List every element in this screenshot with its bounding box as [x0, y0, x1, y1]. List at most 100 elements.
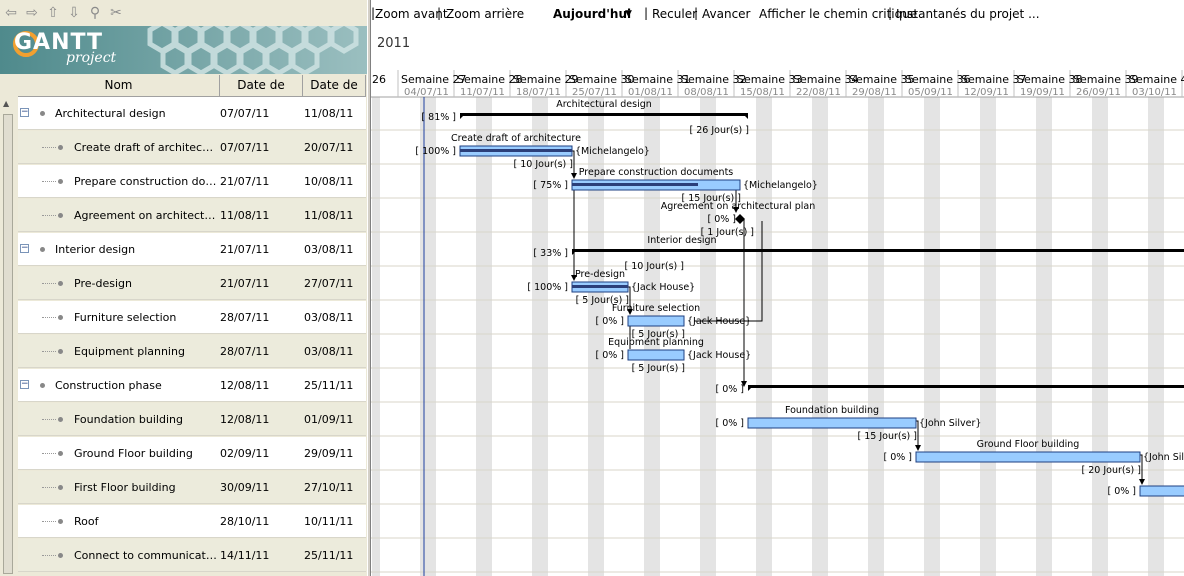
down-arrow-icon[interactable]: ⇩ — [68, 5, 80, 21]
task-start-date[interactable]: 07/07/11 — [220, 141, 270, 154]
task-name[interactable]: Equipment planning — [74, 345, 185, 358]
task-start-date[interactable]: 12/08/11 — [220, 379, 270, 392]
task-start-date[interactable]: 28/07/11 — [220, 345, 270, 358]
weekend-stripe — [428, 97, 436, 576]
task-end-date[interactable]: 10/08/11 — [304, 175, 354, 188]
weekend-stripe — [1036, 97, 1044, 576]
task-row[interactable]: Ground Floor building 02/09/11 29/09/11 — [18, 437, 366, 470]
task-row[interactable]: − Interior design 21/07/11 03/08/11 — [18, 233, 366, 266]
collapse-icon[interactable]: − — [20, 243, 29, 253]
forward-arrow-icon[interactable]: ⇨ — [26, 5, 38, 21]
bar-duration: [ 5 Jour(s) ] — [576, 295, 629, 306]
task-end-date[interactable]: 29/09/11 — [304, 447, 354, 460]
task-start-date[interactable]: 21/07/11 — [220, 277, 270, 290]
task-start-date[interactable]: 30/09/11 — [220, 481, 270, 494]
task-name[interactable]: Prepare construction docu... — [74, 175, 217, 188]
week-date: 29/08/11 — [852, 87, 897, 98]
forward-button[interactable]: Avancer — [702, 7, 751, 21]
task-row[interactable]: Pre-design 21/07/11 27/07/11 — [18, 267, 366, 300]
task-name[interactable]: Foundation building — [74, 413, 183, 426]
task-name[interactable]: First Floor building — [74, 481, 176, 494]
task-end-date[interactable]: 11/08/11 — [304, 209, 354, 222]
task-end-date[interactable]: 25/11/11 — [304, 379, 354, 392]
back-arrow-icon[interactable]: ⇦ — [5, 5, 17, 21]
task-row[interactable]: Equipment planning 28/07/11 03/08/11 — [18, 335, 366, 368]
task-row[interactable]: − Architectural design 07/07/11 11/08/11 — [18, 97, 366, 130]
task-row[interactable]: Agreement on architectural...11/08/1111/… — [18, 199, 366, 232]
task-start-date[interactable]: 21/07/11 — [220, 175, 270, 188]
task-name[interactable]: Furniture selection — [74, 311, 177, 324]
task-start-date[interactable]: 12/08/11 — [220, 413, 270, 426]
task-start-date[interactable]: 02/09/11 — [220, 447, 270, 460]
column-header-start[interactable]: Date de début — [220, 75, 303, 113]
task-start-date[interactable]: 28/07/11 — [220, 311, 270, 324]
column-header-end[interactable]: Date de fin — [303, 75, 366, 113]
task-start-date[interactable]: 28/10/11 — [220, 515, 270, 528]
task-bullet-icon — [58, 213, 63, 218]
zoom-in-button[interactable]: Zoom avant — [375, 7, 448, 21]
task-end-date[interactable]: 25/11/11 — [304, 549, 354, 562]
task-row[interactable]: Roof 28/10/11 10/11/11 — [18, 505, 366, 538]
task-name[interactable]: Agreement on architectural... — [74, 209, 217, 222]
summary-bar-end — [745, 113, 748, 119]
task-end-date[interactable]: 20/07/11 — [304, 141, 354, 154]
weekend-stripe — [1092, 97, 1100, 576]
weekend-stripe — [812, 97, 820, 576]
task-start-date[interactable]: 14/11/11 — [220, 549, 270, 562]
weekend-stripe — [988, 97, 996, 576]
column-header-name[interactable]: Nom — [18, 75, 220, 96]
week-date: 11/07/11 — [460, 87, 505, 98]
bar-percent: [ 0% ] — [1107, 486, 1136, 497]
link-icon[interactable]: ⚲ — [89, 5, 101, 21]
snapshots-button[interactable]: Instantanés du projet ... — [896, 7, 1040, 21]
back-button[interactable]: Reculer — [652, 7, 698, 21]
task-row[interactable]: Furniture selection 28/07/11 03/08/11 — [18, 301, 366, 334]
tree-connector — [42, 215, 56, 216]
task-end-date[interactable]: 03/08/11 — [304, 311, 354, 324]
task-start-date[interactable]: 21/07/11 — [220, 243, 270, 256]
up-arrow-icon[interactable]: ⇧ — [47, 5, 59, 21]
collapse-icon[interactable]: − — [20, 379, 29, 389]
task-end-date[interactable]: 27/07/11 — [304, 277, 354, 290]
chevron-down-icon[interactable]: ▼ — [625, 9, 632, 19]
task-bullet-icon — [58, 417, 63, 422]
zoom-out-button[interactable]: Zoom arrière — [446, 7, 525, 21]
task-end-date[interactable]: 03/08/11 — [304, 243, 354, 256]
task-name[interactable]: Ground Floor building — [74, 447, 193, 460]
task-end-date[interactable]: 10/11/11 — [304, 515, 354, 528]
task-name[interactable]: Interior design — [55, 243, 136, 256]
panel-splitter[interactable] — [367, 0, 371, 576]
task-end-date[interactable]: 01/09/11 — [304, 413, 354, 426]
summary-bar-start — [572, 249, 575, 255]
task-end-date[interactable]: 03/08/11 — [304, 345, 354, 358]
task-start-date[interactable]: 07/07/11 — [220, 107, 270, 120]
task-row[interactable]: First Floor building 30/09/11 27/10/11 — [18, 471, 366, 504]
task-start-date[interactable]: 11/08/11 — [220, 209, 270, 222]
week-label: Semaine 39 — [1073, 73, 1139, 86]
task-row[interactable]: Foundation building 12/08/11 01/09/11 — [18, 403, 366, 436]
task-name[interactable]: Roof — [74, 515, 99, 528]
task-table-scrollbar[interactable]: ▲ — [0, 96, 16, 576]
critical-path-button[interactable]: Afficher le chemin critique — [759, 7, 918, 21]
task-name[interactable]: Pre-design — [74, 277, 132, 290]
collapse-icon[interactable]: − — [20, 107, 29, 117]
unlink-icon[interactable]: ✂ — [110, 5, 122, 21]
task-name[interactable]: Construction phase — [55, 379, 162, 392]
tree-connector — [42, 419, 56, 420]
scrollbar-thumb[interactable] — [3, 114, 13, 574]
task-name[interactable]: Create draft of architecture — [74, 141, 217, 154]
today-button[interactable]: Aujourd'hui — [553, 7, 632, 21]
task-row[interactable]: − Construction phase 12/08/11 25/11/11 — [18, 369, 366, 402]
task-name[interactable]: Architectural design — [55, 107, 166, 120]
task-row[interactable]: Prepare construction docu...21/07/11 10/0… — [18, 165, 366, 198]
task-bar — [627, 315, 685, 327]
task-end-date[interactable]: 11/08/11 — [304, 107, 354, 120]
weekend-stripe — [980, 97, 988, 576]
timeline-header-bg — [371, 70, 1184, 97]
task-name[interactable]: Connect to communications — [74, 549, 217, 562]
task-end-date[interactable]: 27/10/11 — [304, 481, 354, 494]
scroll-up-icon[interactable]: ▲ — [3, 99, 10, 108]
